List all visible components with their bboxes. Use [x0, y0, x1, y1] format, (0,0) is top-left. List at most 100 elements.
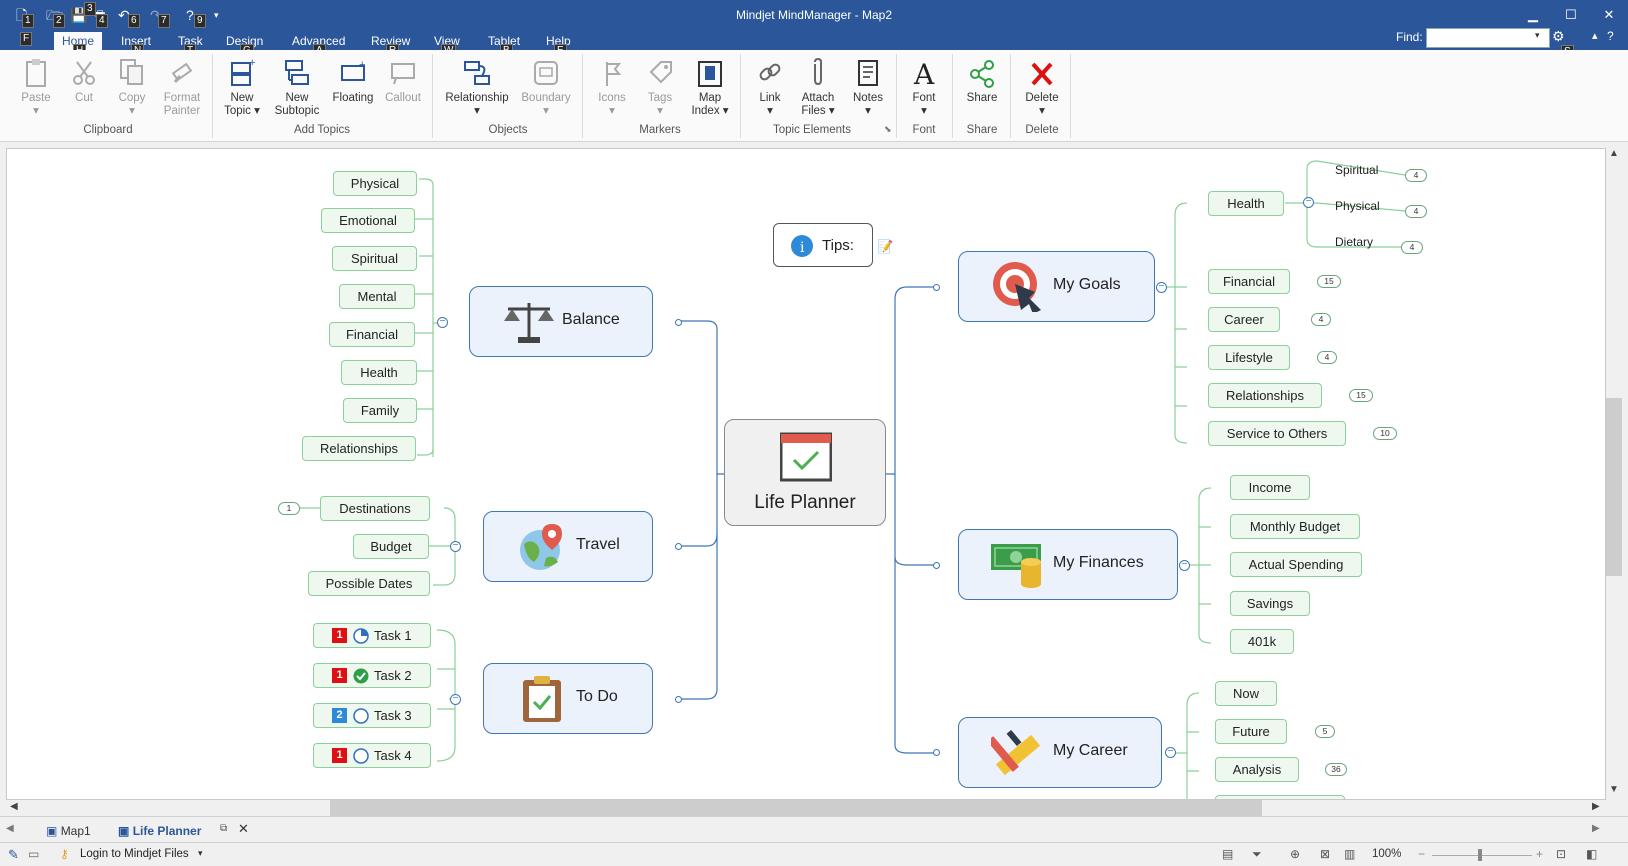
collapse-icon[interactable]: −	[1179, 560, 1190, 571]
subtopic-now[interactable]: Now	[1215, 681, 1277, 706]
boundary-button[interactable]: Boundary▾	[518, 56, 574, 118]
subtopic-emotional[interactable]: Emotional	[321, 208, 415, 233]
subtopic-physical-goal[interactable]: Physical	[1335, 199, 1380, 213]
icons-button[interactable]: Icons▾	[592, 56, 632, 118]
central-topic[interactable]: Life Planner	[724, 419, 886, 526]
count-badge[interactable]: 36	[1325, 763, 1347, 776]
share-button[interactable]: Share	[962, 56, 1002, 105]
collapse-icon[interactable]: −	[450, 694, 461, 705]
subtopic-401k[interactable]: 401k	[1230, 629, 1294, 654]
zoom-in-icon[interactable]: +	[1536, 847, 1544, 861]
tags-button[interactable]: Tags▾	[642, 56, 678, 118]
subtopic-family[interactable]: Family	[343, 398, 417, 423]
count-badge[interactable]: 4	[1311, 313, 1331, 326]
eraser-icon[interactable]: ▭	[28, 847, 40, 861]
undo-icon[interactable]: ↶	[118, 7, 130, 23]
count-badge[interactable]: 5	[1315, 725, 1335, 738]
subtopic-partial[interactable]	[1215, 795, 1345, 799]
topic-todo[interactable]: To Do	[483, 663, 653, 734]
subtopic-spiritual-goal[interactable]: Spiritual	[1335, 163, 1379, 177]
topic-travel[interactable]: Travel	[483, 511, 653, 582]
collapse-icon[interactable]: −	[450, 541, 461, 552]
outline-icon[interactable]: ▥	[1344, 847, 1356, 861]
subtopic-dietary-goal[interactable]: Dietary	[1335, 235, 1374, 249]
subtopic-relationships[interactable]: Relationships	[302, 436, 416, 461]
callout-button[interactable]: Callout	[380, 56, 426, 105]
new-map-icon[interactable]: 🗋	[16, 6, 27, 24]
delete-button[interactable]: Delete▾	[1020, 56, 1064, 118]
note-icon[interactable]: 📝	[877, 239, 894, 254]
zoom-out-icon[interactable]: −	[1418, 847, 1426, 861]
customize-qat-icon[interactable]: ▾	[214, 10, 219, 20]
login-link[interactable]: Login to Mindjet Files	[80, 848, 189, 860]
restore-tab-icon[interactable]: ⧉	[220, 823, 228, 834]
relationship-button[interactable]: Relationship▾	[440, 56, 514, 118]
scroll-left-icon[interactable]: ◀	[10, 801, 18, 812]
subtopic-goal-health[interactable]: Health	[1208, 191, 1284, 216]
close-icon[interactable]: ✕	[1603, 7, 1615, 22]
close-tab-icon[interactable]: ✕	[238, 821, 249, 836]
help-icon[interactable]: ?	[186, 7, 194, 23]
link-button[interactable]: Link▾	[752, 56, 788, 118]
topic-my-career[interactable]: My Career	[958, 717, 1162, 788]
paste-button[interactable]: Paste▾	[18, 56, 54, 118]
count-badge[interactable]: 1	[278, 502, 300, 515]
topic-my-goals[interactable]: My Goals	[958, 251, 1155, 322]
collapse-icon[interactable]: −	[1156, 282, 1167, 293]
subtopic-mental[interactable]: Mental	[339, 284, 415, 309]
fit-map-icon[interactable]: ⊡	[1556, 847, 1567, 861]
filter-icon[interactable]: ⏷	[1252, 847, 1262, 861]
tab-design[interactable]: Design	[226, 34, 264, 48]
collapse-ribbon-icon[interactable]: ▴	[1592, 30, 1598, 42]
subtopic-monthly-budget[interactable]: Monthly Budget	[1230, 514, 1360, 539]
vertical-scroll-thumb[interactable]	[1606, 398, 1622, 576]
tab-review[interactable]: Review	[371, 34, 411, 48]
cut-button[interactable]: Cut	[66, 56, 102, 105]
subtopic-goal-lifestyle[interactable]: Lifestyle	[1208, 345, 1290, 370]
scroll-right-icon[interactable]: ▶	[1592, 801, 1600, 812]
maximize-icon[interactable]: ☐	[1565, 7, 1577, 22]
subtopic-future[interactable]: Future	[1215, 719, 1287, 744]
zoom-slider-track[interactable]	[1432, 855, 1532, 856]
subtopic-actual-spending[interactable]: Actual Spending	[1230, 552, 1362, 577]
subtopic-goal-career[interactable]: Career	[1208, 307, 1280, 332]
subtopic-analysis[interactable]: Analysis	[1215, 757, 1299, 782]
count-badge[interactable]: 4	[1317, 351, 1337, 364]
copy-button[interactable]: Copy▾	[114, 56, 150, 118]
map-canvas[interactable]: Life Planner i Tips: 📝 Balance − Physica…	[6, 148, 1606, 800]
notes-button[interactable]: Notes▾	[848, 56, 888, 118]
page-view-icon[interactable]: ▤	[1222, 847, 1234, 861]
zoom-slider-thumb[interactable]	[1478, 849, 1482, 861]
topic-my-finances[interactable]: My Finances	[958, 529, 1178, 600]
subtopic-health[interactable]: Health	[341, 360, 417, 385]
subtopic-spiritual[interactable]: Spiritual	[332, 246, 417, 271]
task-1[interactable]: 1 Task 1	[313, 623, 431, 648]
collapse-icon[interactable]: −	[1303, 197, 1314, 208]
subtopic-savings[interactable]: Savings	[1230, 591, 1310, 616]
tab-map1[interactable]: ▣ Map1	[46, 821, 91, 841]
topic-balance[interactable]: Balance	[469, 286, 653, 357]
tab-advanced[interactable]: Advanced	[292, 34, 346, 48]
floating-button[interactable]: + Floating	[328, 56, 378, 105]
tips-callout[interactable]: i Tips:	[773, 223, 873, 267]
minimize-icon[interactable]: ▁	[1528, 7, 1538, 22]
save-icon[interactable]: 💾	[70, 7, 88, 23]
help-button-icon[interactable]: ?	[1607, 29, 1614, 43]
task-4[interactable]: 1 Task 4	[313, 743, 431, 768]
subtopic-physical[interactable]: Physical	[333, 171, 417, 196]
tabs-next-icon[interactable]: ▶	[1592, 823, 1600, 834]
horizontal-scroll-thumb[interactable]	[330, 800, 1262, 816]
collapse-icon[interactable]: −	[1165, 747, 1176, 758]
subtopic-possible-dates[interactable]: Possible Dates	[308, 571, 430, 596]
collapse-icon[interactable]: −	[437, 317, 448, 328]
options-icon[interactable]: ⚙	[1552, 28, 1565, 44]
count-badge[interactable]: 4	[1405, 169, 1427, 182]
subtopic-goal-financial[interactable]: Financial	[1208, 269, 1290, 294]
task-2[interactable]: 1 Task 2	[313, 663, 431, 688]
subtopic-goal-service[interactable]: Service to Others	[1208, 421, 1346, 446]
pen-icon[interactable]: ✎	[8, 847, 19, 862]
subtopic-budget[interactable]: Budget	[353, 534, 429, 559]
